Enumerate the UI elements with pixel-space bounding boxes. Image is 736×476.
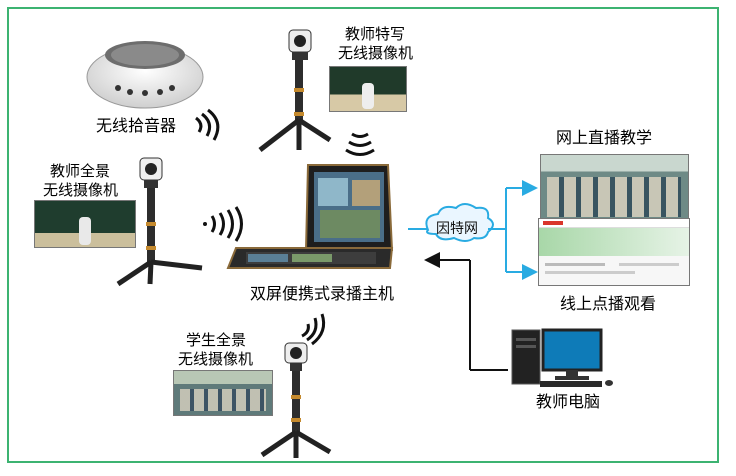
- teacher-camera-label-line2: 无线摄像机: [43, 181, 119, 199]
- student-panorama-camera-tripod-icon: [260, 342, 332, 458]
- vod-label: 线上点播观看: [560, 294, 657, 313]
- pc-label: 教师电脑: [536, 392, 601, 411]
- teacher-panorama-camera-tripod-icon: [116, 157, 203, 287]
- student-camera-label-line1: 学生全景: [186, 331, 247, 349]
- closeup-camera-label-line1: 教师特写: [345, 25, 406, 43]
- closeup-signal-waves-icon: [345, 132, 375, 156]
- internet-cloud-icon: [425, 203, 494, 242]
- student-panorama-photo: [173, 370, 273, 416]
- wireless-microphone-icon: [86, 41, 204, 109]
- teacher-panorama-photo: [34, 200, 136, 248]
- internet-to-outputs-lines: [488, 180, 538, 280]
- teacher-camera-label-line1: 教师全景: [50, 162, 111, 180]
- diagram-frame: [7, 7, 719, 463]
- vod-webpage-screenshot: [538, 218, 690, 286]
- closeup-classroom-photo: [329, 66, 407, 112]
- host-label: 双屏便携式录播主机: [250, 284, 395, 303]
- live-classroom-photo: [540, 154, 689, 222]
- pc-to-host-line: [424, 252, 508, 371]
- closeup-camera-tripod-icon: [258, 29, 332, 152]
- mic-label: 无线拾音器: [96, 116, 177, 135]
- student-signal-waves-icon: [301, 313, 326, 346]
- student-camera-label-line2: 无线摄像机: [178, 350, 254, 368]
- internet-label: 因特网: [436, 221, 478, 237]
- mic-signal-waves-icon: [195, 108, 220, 141]
- closeup-camera-label-line2: 无线摄像机: [338, 44, 414, 62]
- live-label: 网上直播教学: [556, 128, 653, 147]
- dual-screen-recorder-host-icon: [226, 164, 394, 269]
- teacher-pc-icon: [511, 328, 613, 387]
- teacher-panorama-signal-waves-icon: [203, 206, 243, 242]
